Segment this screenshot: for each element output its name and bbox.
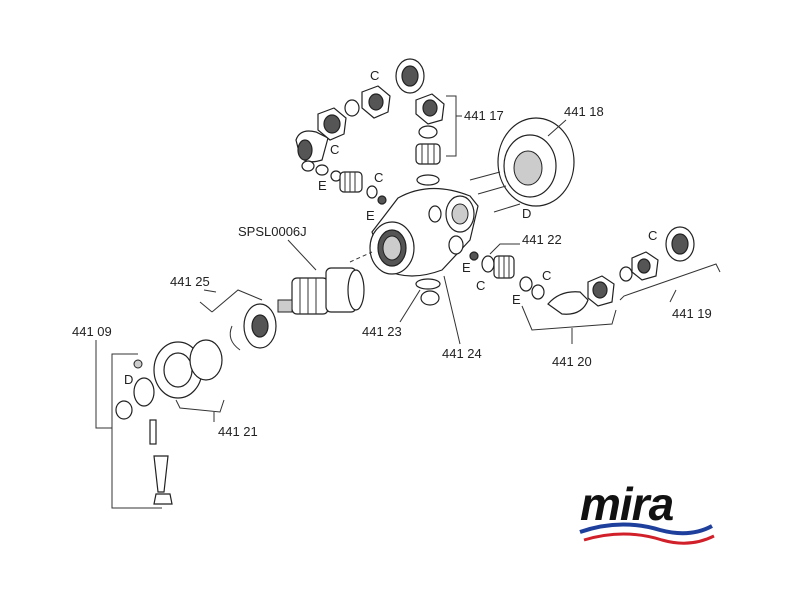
top-column-insert: [415, 143, 441, 165]
label-441-22: 441 22: [522, 232, 562, 247]
right-nut-2: [631, 251, 659, 281]
mira-logo: mira: [579, 478, 715, 545]
lever-cap: [243, 303, 277, 349]
label-e: E: [318, 178, 327, 193]
label-d: D: [124, 372, 133, 387]
label-441-21: 441 21: [218, 424, 258, 439]
label-e: E: [462, 260, 471, 275]
top-cap: [395, 58, 425, 94]
label-441-09: 441 09: [72, 324, 112, 339]
label-441-18: 441 18: [564, 104, 604, 119]
top-column-nut: [415, 93, 445, 125]
label-441-25: 441 25: [170, 274, 210, 289]
label-d: D: [522, 206, 531, 221]
label-441-17: 441 17: [464, 108, 504, 123]
right-cap: [665, 226, 695, 262]
leader-lines: [95, 95, 721, 509]
label-c: C: [542, 268, 551, 283]
label-e: E: [366, 208, 375, 223]
brand-wordmark: mira: [580, 478, 674, 530]
threaded-insert-right: [493, 255, 515, 279]
label-c: C: [330, 142, 339, 157]
right-nut: [587, 275, 615, 307]
label-441-20: 441 20: [552, 354, 592, 369]
label-spsl0006j: SPSL0006J: [238, 224, 307, 239]
valve-body: [369, 187, 479, 277]
top-nut: [361, 85, 391, 119]
label-441-23: 441 23: [362, 324, 402, 339]
knob-assembly: [115, 359, 173, 505]
label-c: C: [476, 278, 485, 293]
top-left-elbow: [295, 130, 329, 163]
label-c: C: [648, 228, 657, 243]
right-elbow: [547, 291, 589, 315]
logo-wave-blue: [579, 522, 713, 536]
threaded-insert-left: [339, 171, 363, 193]
label-c: C: [374, 170, 383, 185]
label-441-19: 441 19: [672, 306, 712, 321]
screws: [469, 171, 521, 213]
label-c: C: [370, 68, 379, 83]
label-441-24: 441 24: [442, 346, 482, 361]
top-left-nut: [317, 107, 347, 141]
label-e: E: [512, 292, 521, 307]
cartridge: [277, 267, 365, 315]
trim-plate: [497, 117, 575, 207]
logo-wave-red: [583, 532, 715, 545]
